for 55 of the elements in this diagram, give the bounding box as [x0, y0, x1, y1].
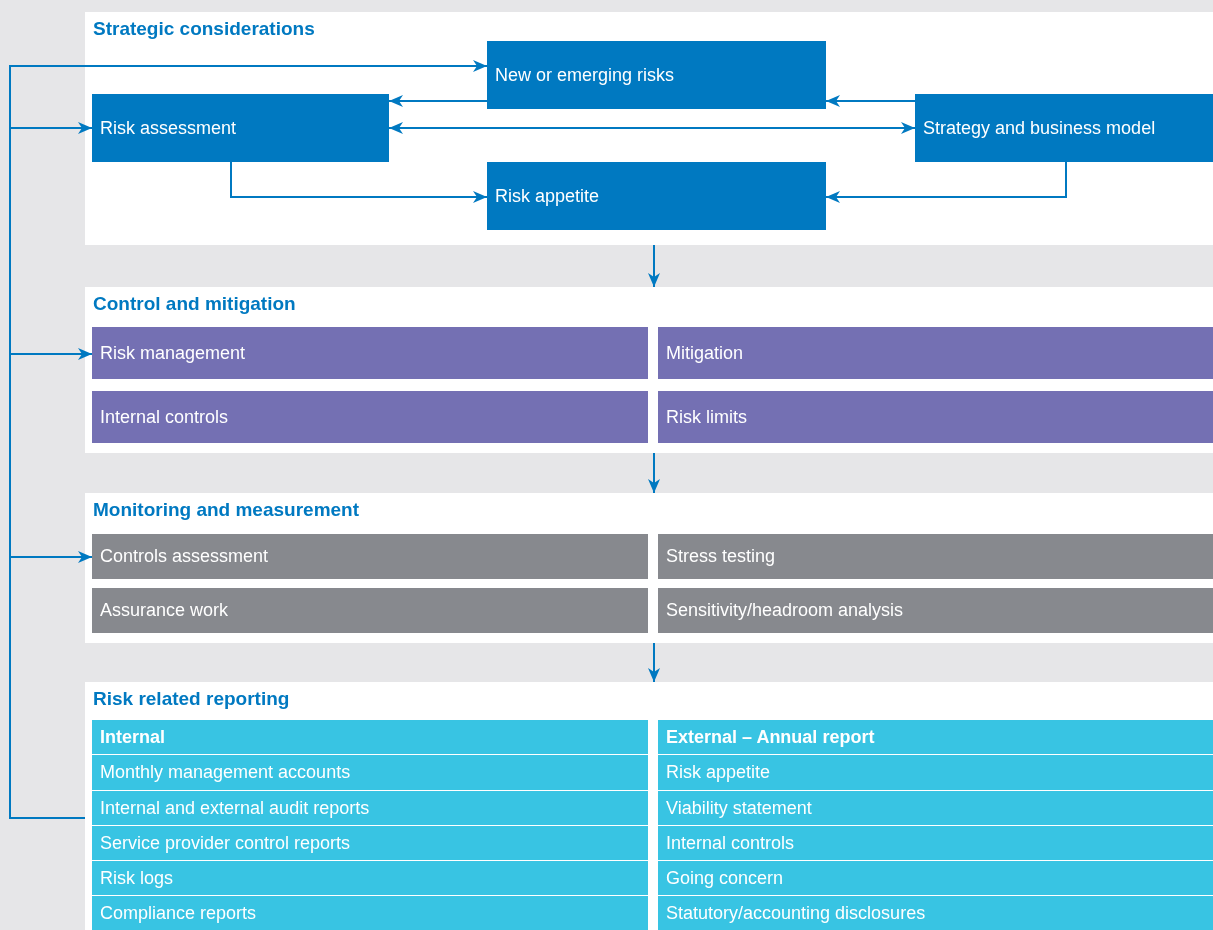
- list-item: Statutory/accounting disclosures: [665, 902, 927, 926]
- box-label: Stress testing: [666, 546, 776, 567]
- box-label: Risk appetite: [495, 185, 600, 207]
- section-title: Strategic considerations: [93, 18, 315, 40]
- process-box: [487, 162, 826, 230]
- process-box: [92, 94, 389, 162]
- section-title: Risk related reporting: [93, 688, 290, 710]
- process-box: [915, 94, 1213, 162]
- process-box: [92, 391, 648, 443]
- arrow: [9, 551, 93, 819]
- arrow: [388, 95, 488, 107]
- list-item: Risk appetite: [658, 755, 1213, 791]
- list-item: Risk logs: [92, 861, 648, 897]
- box-label: Sensitivity/headroom analysis: [666, 600, 904, 621]
- box-label: Risk assessment: [100, 117, 237, 139]
- process-box: [658, 391, 1213, 443]
- box-label: Controls assessment: [100, 546, 269, 567]
- list-item: Viability statement: [658, 790, 1213, 826]
- arrow: [648, 642, 660, 683]
- process-box: [487, 41, 826, 109]
- section-panel: [85, 12, 1213, 245]
- report-list-panel: [658, 720, 1213, 930]
- box-label: Risk limits: [666, 406, 747, 428]
- box-label: Assurance work: [100, 600, 229, 621]
- section-panel: [85, 287, 1213, 453]
- box-label: Internal controls: [100, 406, 229, 428]
- report-list-panel: [92, 720, 648, 930]
- section-panel: [85, 493, 1213, 643]
- box-label: Risk management: [100, 342, 246, 364]
- section-title: Monitoring and measurement: [93, 499, 360, 521]
- list-item: Compliance reports: [99, 902, 258, 926]
- list-item: Service provider control reports: [92, 825, 648, 862]
- arrow: [648, 452, 660, 494]
- box-label: Strategy and business model: [923, 117, 1156, 139]
- process-box: [92, 534, 648, 579]
- process-box: [92, 588, 648, 633]
- box-label: Mitigation: [666, 342, 744, 364]
- arrow: [825, 161, 1067, 203]
- list-item: Internal controls: [658, 825, 1213, 862]
- list-item: Monthly management accounts: [92, 755, 648, 791]
- process-box: [658, 534, 1213, 579]
- process-box: [658, 327, 1213, 379]
- section-title: Control and mitigation: [93, 293, 296, 315]
- arrow: [825, 95, 916, 107]
- arrow: [230, 161, 488, 203]
- arrow: [388, 122, 916, 134]
- list-item: Going concern: [658, 861, 1213, 897]
- process-box: [658, 588, 1213, 633]
- box-label: New or emerging risks: [495, 64, 675, 86]
- arrow: [648, 244, 660, 288]
- process-box: [92, 327, 648, 379]
- column-heading: External – Annual report: [658, 720, 1213, 756]
- list-item: Internal and external audit reports: [92, 790, 648, 826]
- column-heading: Internal: [92, 720, 648, 756]
- section-panel: [85, 682, 1213, 930]
